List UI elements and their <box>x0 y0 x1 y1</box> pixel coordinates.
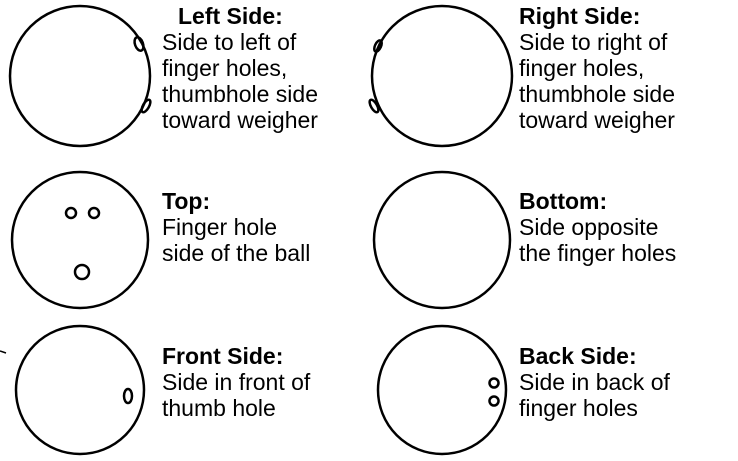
tick-mark <box>0 351 6 353</box>
panel-top: Top: Finger hole side of the ball <box>162 188 310 266</box>
panel-line: thumb hole <box>162 395 310 421</box>
panel-left-side: Left Side: Side to left of finger holes,… <box>162 3 318 133</box>
panel-title: Back Side: <box>519 343 670 369</box>
ball-left-side <box>10 6 150 146</box>
panel-bottom: Bottom: Side opposite the finger holes <box>519 188 676 266</box>
ball-bottom <box>374 172 510 308</box>
panel-line: Side in back of <box>519 369 670 395</box>
panel-title: Left Side: <box>178 3 318 29</box>
finger-hole-icon <box>490 379 499 388</box>
panel-line: side of the ball <box>162 240 310 266</box>
panel-title: Right Side: <box>519 3 675 29</box>
panel-line: Side to left of <box>162 29 318 55</box>
panel-line: finger holes, <box>162 55 318 81</box>
thumb-hole-icon <box>75 265 89 279</box>
hole-icon <box>140 98 152 113</box>
ball-back-side <box>378 326 506 454</box>
panel-line: thumbhole side <box>162 81 318 107</box>
hole-icon <box>133 36 145 52</box>
panel-title: Bottom: <box>519 188 676 214</box>
panel-line: toward weigher <box>162 107 318 133</box>
panel-back-side: Back Side: Side in back of finger holes <box>519 343 670 421</box>
panel-front-side: Front Side: Side in front of thumb hole <box>162 343 310 421</box>
hole-icon <box>368 98 380 113</box>
panel-line: Side in front of <box>162 369 310 395</box>
finger-hole-icon <box>89 208 99 218</box>
panel-line: finger holes, <box>519 55 675 81</box>
panel-line: thumbhole side <box>519 81 675 107</box>
panel-line: the finger holes <box>519 240 676 266</box>
panel-line: Side opposite <box>519 214 676 240</box>
thumb-hole-icon <box>124 389 132 403</box>
panel-title: Front Side: <box>162 343 310 369</box>
finger-hole-icon <box>66 208 76 218</box>
panel-line: toward weigher <box>519 107 675 133</box>
panel-line: Finger hole <box>162 214 310 240</box>
ball-right-side <box>372 6 512 146</box>
ball-top <box>12 172 148 308</box>
finger-hole-icon <box>490 397 499 406</box>
panel-right-side: Right Side: Side to right of finger hole… <box>519 3 675 133</box>
panel-line: Side to right of <box>519 29 675 55</box>
panel-line: finger holes <box>519 395 670 421</box>
panel-title: Top: <box>162 188 310 214</box>
